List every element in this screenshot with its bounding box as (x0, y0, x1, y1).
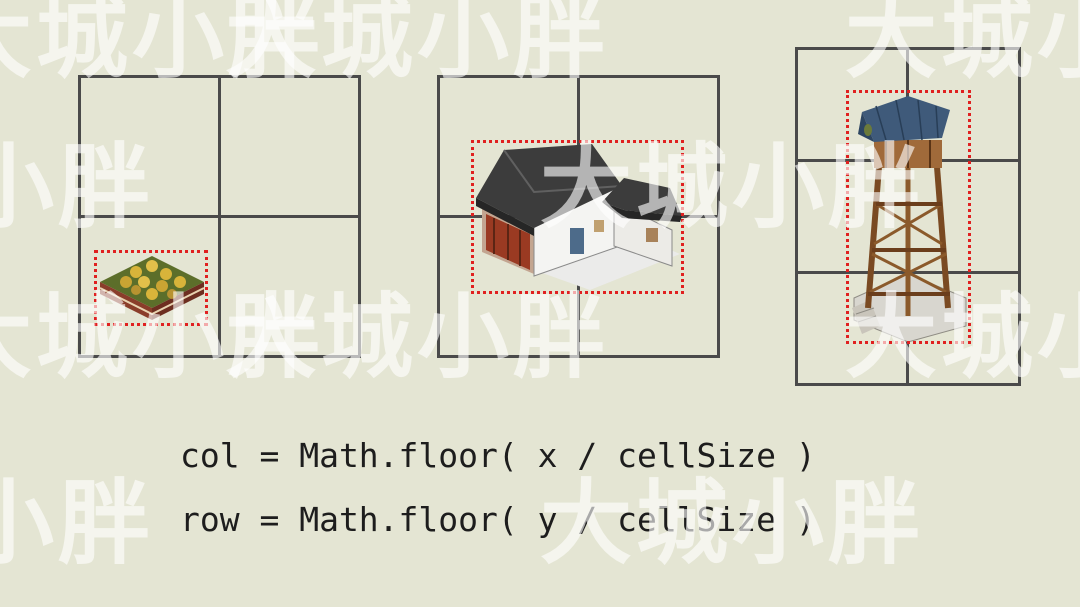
house-icon (476, 144, 682, 290)
watermark-text: 大城小胖 (225, 0, 610, 91)
bounding-box-hay-plot (94, 250, 208, 326)
watchtower-icon (852, 96, 967, 343)
bounding-box-watchtower (846, 90, 971, 344)
grid-2x2-left (78, 75, 361, 358)
hay-plot-icon (99, 256, 205, 320)
bounding-box-house (471, 140, 684, 294)
watermark-text: 大城小胖 (0, 0, 325, 91)
formula-col: col = Math.floor( x / cellSize ) (180, 436, 816, 475)
formula-row: row = Math.floor( y / cellSize ) (180, 500, 816, 539)
watermark-text: 大城小胖 (0, 470, 155, 577)
